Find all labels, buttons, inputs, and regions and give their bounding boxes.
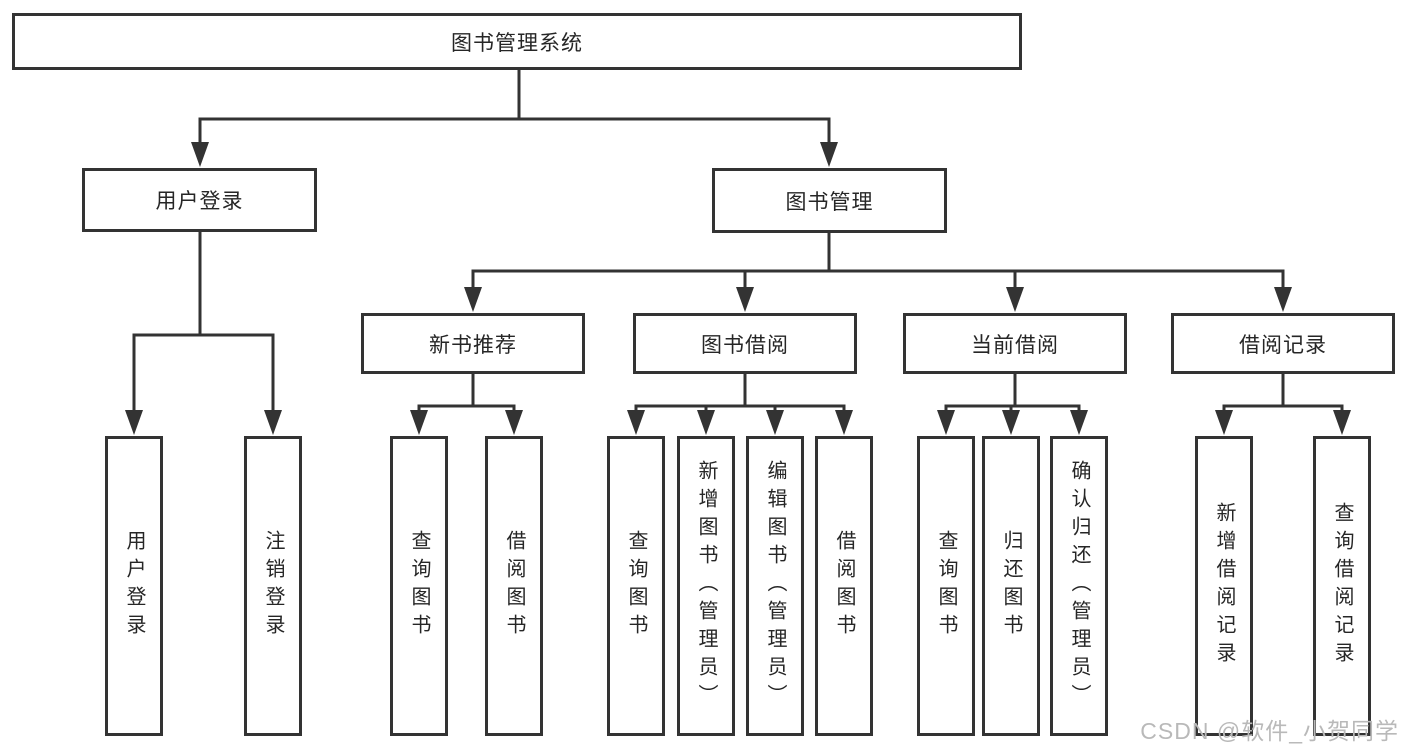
csdn-watermark: CSDN @软件_小贺同学 xyxy=(1140,718,1399,744)
leaf-user-login: 用户登录 xyxy=(105,436,163,736)
node-new-book-recommend: 新书推荐 xyxy=(361,313,585,374)
node-root: 图书管理系统 xyxy=(12,13,1022,70)
leaf-query-books-borrow: 查询图书 xyxy=(607,436,665,736)
arrowheads xyxy=(125,142,1351,435)
leaf-borrow-books-borrow: 借阅图书 xyxy=(815,436,873,736)
leaf-return-books: 归还图书 xyxy=(982,436,1040,736)
node-borrow-records: 借阅记录 xyxy=(1171,313,1395,374)
node-current-borrow: 当前借阅 xyxy=(903,313,1127,374)
leaf-query-borrow-record: 查询借阅记录 xyxy=(1313,436,1371,736)
leaf-borrow-books-recommend: 借阅图书 xyxy=(485,436,543,736)
node-book-borrow: 图书借阅 xyxy=(633,313,857,374)
leaf-add-borrow-record: 新增借阅记录 xyxy=(1195,436,1253,736)
leaf-query-books-recommend: 查询图书 xyxy=(390,436,448,736)
leaf-query-books-current: 查询图书 xyxy=(917,436,975,736)
leaf-confirm-return-admin: 确认归还（管理员） xyxy=(1050,436,1108,736)
leaf-edit-book-admin: 编辑图书（管理员） xyxy=(746,436,804,736)
leaf-add-book-admin: 新增图书（管理员） xyxy=(677,436,735,736)
leaf-logout-login: 注销登录 xyxy=(244,436,302,736)
node-user-login-group: 用户登录 xyxy=(82,168,317,232)
node-book-management-group: 图书管理 xyxy=(712,168,947,233)
